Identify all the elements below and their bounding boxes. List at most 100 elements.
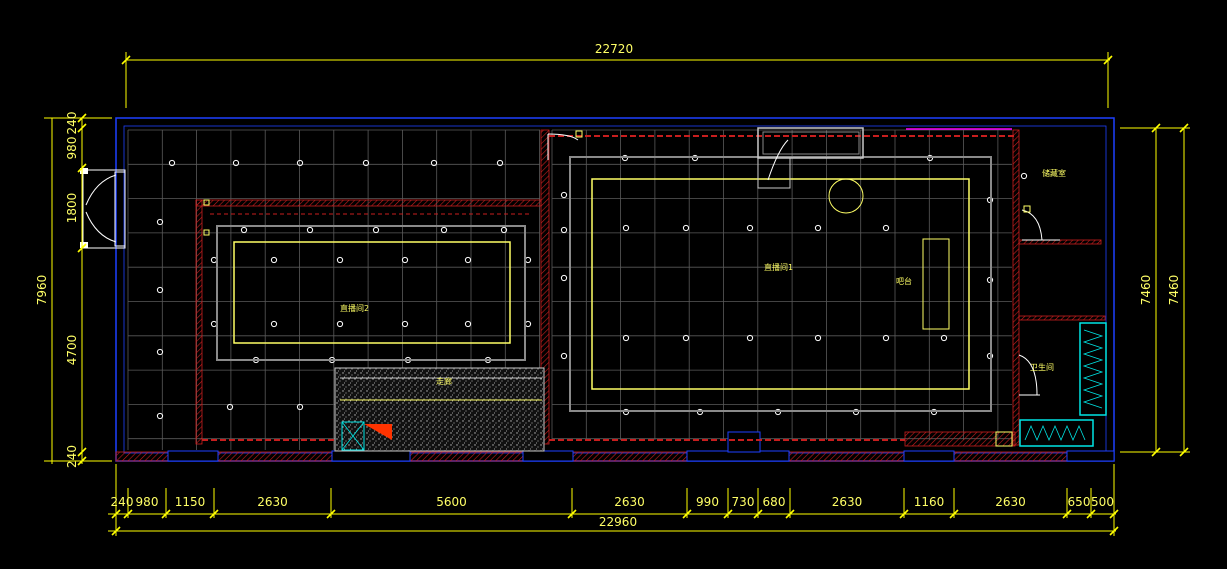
building-outline xyxy=(115,117,1115,462)
downlight-icon xyxy=(814,334,822,342)
dimension-segment-bottom: 1160 xyxy=(914,495,945,509)
dimension-right-inner: 7460 xyxy=(1139,275,1153,306)
downlight-icon xyxy=(496,159,504,167)
entrance-door-post xyxy=(80,168,88,174)
dimension-total-top: 22720 xyxy=(595,42,633,56)
downlight-icon xyxy=(746,224,754,232)
column-icon xyxy=(203,199,210,206)
storage-cabinet xyxy=(334,367,545,452)
dimension-tick xyxy=(77,447,87,457)
downlight-icon xyxy=(156,348,164,356)
dimension-segment-left: 4700 xyxy=(65,335,79,366)
dimension-total-bottom: 22960 xyxy=(599,515,637,529)
downlight-icon xyxy=(560,274,568,282)
cabinet-box-cross xyxy=(341,421,365,451)
dimension-tick xyxy=(77,113,87,123)
dimension-segment-left: 1800 xyxy=(65,193,79,224)
downlight-icon xyxy=(232,159,240,167)
downlight-icon xyxy=(560,191,568,199)
downlight-icon xyxy=(464,320,472,328)
downlight-icon xyxy=(622,334,630,342)
top-fixture-box xyxy=(757,157,791,189)
downlight-icon xyxy=(226,403,234,411)
dimension-segment-bottom: 990 xyxy=(696,495,719,509)
downlight-icon xyxy=(882,334,890,342)
dimension-ticks xyxy=(77,55,1189,536)
room1-wall-right xyxy=(1012,129,1020,446)
dimension-segment-bottom: 2630 xyxy=(832,495,863,509)
entrance-step xyxy=(727,431,761,453)
room1-ceiling-frame xyxy=(569,156,992,412)
column-icon xyxy=(575,130,583,138)
corridor-wall-bottom xyxy=(1018,315,1106,321)
dimension-segment-left: 240 xyxy=(65,445,79,468)
door-swing-icon xyxy=(1018,354,1040,396)
column-icon xyxy=(1023,205,1031,213)
downlight-icon xyxy=(336,320,344,328)
dimension-tick xyxy=(1179,447,1189,457)
counter-base xyxy=(904,431,1016,447)
downlight-icon xyxy=(682,334,690,342)
room2-wall-left xyxy=(195,199,203,445)
room2-ceiling-edge xyxy=(233,241,511,344)
downlight-icon xyxy=(270,256,278,264)
dimension-lines xyxy=(44,52,1190,536)
dimension-segment-bottom: 650 xyxy=(1068,495,1091,509)
cabinet-box xyxy=(341,421,365,451)
downlight-icon xyxy=(156,286,164,294)
dimension-tick xyxy=(1179,123,1189,133)
door-swing-icon xyxy=(82,169,126,249)
room-label-corridor: 走廊 xyxy=(436,376,452,386)
top-fixture-outer xyxy=(757,127,864,159)
downlight-icon xyxy=(401,320,409,328)
room-label-live-room-2: 直播间2 xyxy=(340,303,369,313)
dimension-tick xyxy=(77,456,87,466)
dimension-segment-bottom: 5600 xyxy=(436,495,467,509)
room-label-storage: 储藏室 xyxy=(1042,168,1066,178)
downlight-icon xyxy=(1020,172,1028,180)
downlight-icon xyxy=(401,256,409,264)
sink-counter-zigzag xyxy=(1024,424,1086,442)
dimension-tick xyxy=(111,526,121,536)
red-triangle-marker xyxy=(364,424,392,440)
downlight-icon xyxy=(306,226,314,234)
downlight-icon xyxy=(464,256,472,264)
room1-ceiling-edge xyxy=(591,178,970,390)
shower-unit xyxy=(1079,322,1107,416)
dimension-segment-bottom: 2630 xyxy=(995,495,1026,509)
dimension-segment-bottom: 980 xyxy=(136,495,159,509)
downlight-icon xyxy=(682,224,690,232)
dimension-segment-bottom: 2630 xyxy=(614,495,645,509)
downlight-icon xyxy=(336,256,344,264)
dimension-tick xyxy=(1151,447,1161,457)
room-label-live-room-1: 直播间1 xyxy=(764,262,793,272)
dimension-segment-bottom: 680 xyxy=(763,495,786,509)
dimension-segment-bottom: 1150 xyxy=(175,495,206,509)
room-label-counter: 吧台 xyxy=(896,276,912,286)
top-fixture-curve xyxy=(767,139,789,181)
dimension-tick xyxy=(77,163,87,173)
door-swing-icon xyxy=(1021,209,1060,241)
building-inner-outline xyxy=(123,125,1107,454)
dimension-segment-bottom: 2630 xyxy=(257,495,288,509)
bar-counter xyxy=(922,238,950,330)
dimension-tick xyxy=(121,55,131,65)
downlight-icon xyxy=(524,256,532,264)
shower-unit-zigzag xyxy=(1082,329,1104,409)
dimension-segment-bottom: 240 xyxy=(111,495,134,509)
dimension-tick xyxy=(77,243,87,253)
downlight-icon xyxy=(560,352,568,360)
dimension-tick xyxy=(1103,55,1113,65)
door-swing-icon xyxy=(547,133,579,160)
dimension-total-left: 7960 xyxy=(35,275,49,306)
downlight-icon xyxy=(882,224,890,232)
bottom-wall-openings xyxy=(167,450,1115,462)
downlight-icon xyxy=(210,320,218,328)
downlight-icon xyxy=(440,226,448,234)
storage-wall-bottom xyxy=(1018,239,1102,245)
dimension-segment-left: 980 xyxy=(65,137,79,160)
downlight-icon xyxy=(168,159,176,167)
